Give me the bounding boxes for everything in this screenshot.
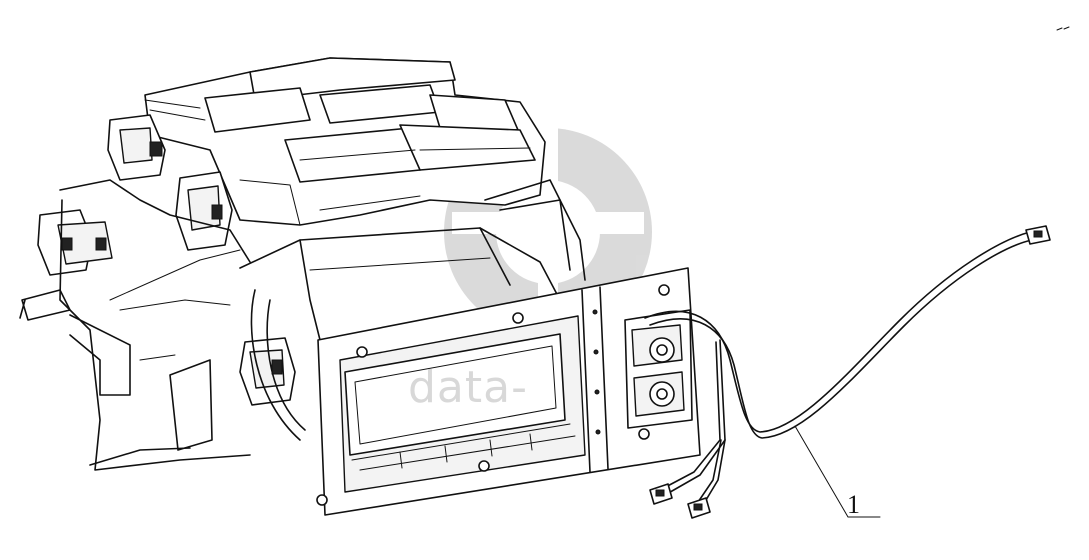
- actuator-mid: [175, 171, 233, 251]
- upper-duct-housing: [144, 57, 586, 281]
- left-housing: [19, 179, 251, 471]
- connector-right: [1025, 225, 1051, 245]
- front-panel: [316, 267, 701, 516]
- connector-lower-1: [649, 483, 673, 505]
- callout-leader: [794, 425, 881, 518]
- connector-lower-2: [687, 497, 711, 519]
- blower-body: [239, 227, 561, 441]
- actuator-upper-left: [107, 114, 166, 181]
- callout-label-1: 1: [847, 490, 860, 519]
- valve-block: [624, 309, 693, 429]
- wire-harness: [644, 231, 1033, 511]
- actuator-left: [37, 209, 113, 276]
- actuator-lower: [239, 337, 296, 406]
- corner-mark: [1056, 26, 1070, 31]
- watermark-text: data-: [408, 362, 528, 413]
